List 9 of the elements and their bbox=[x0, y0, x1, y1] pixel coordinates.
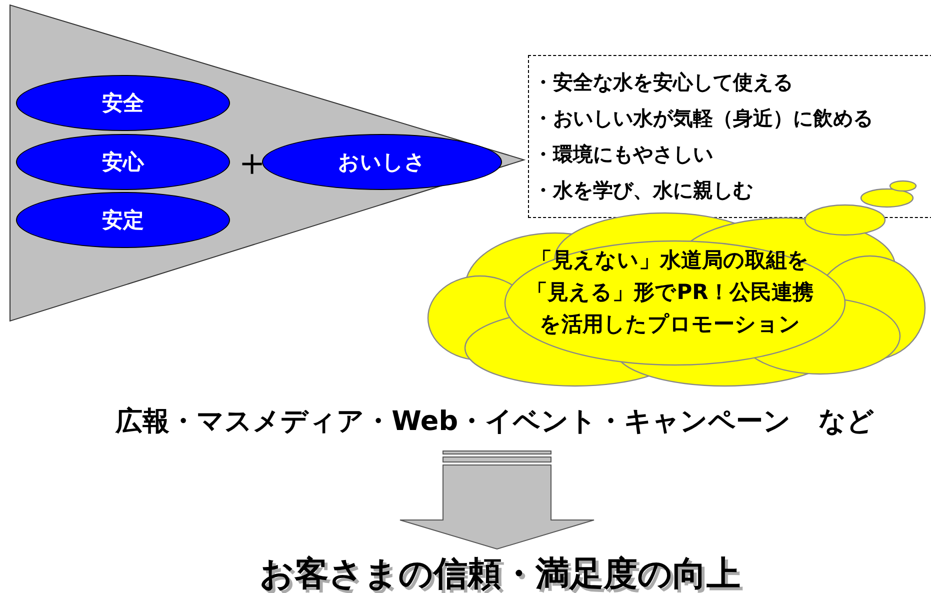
result-heading: お客さまの信頼・満足度の向上 bbox=[100, 550, 900, 593]
cloud-text: 「見えない」水道局の取組を「見える」形でPR！公民連携を活用したプロモーション bbox=[526, 247, 814, 338]
funnel-triangle bbox=[10, 5, 524, 321]
media-list-text: 広報・マスメディア・Web・イベント・キャンペーン など bbox=[60, 400, 930, 444]
bullet-item: ・水を学び、水に親しむ bbox=[533, 177, 753, 204]
bullet-item: ・環境にもやさしい bbox=[533, 141, 713, 168]
bullet-item: ・おいしい水が気軽（身近）に飲める bbox=[533, 105, 873, 132]
bullet-item: ・安全な水を安心して使える bbox=[533, 69, 793, 96]
block-arrow bbox=[400, 450, 594, 550]
